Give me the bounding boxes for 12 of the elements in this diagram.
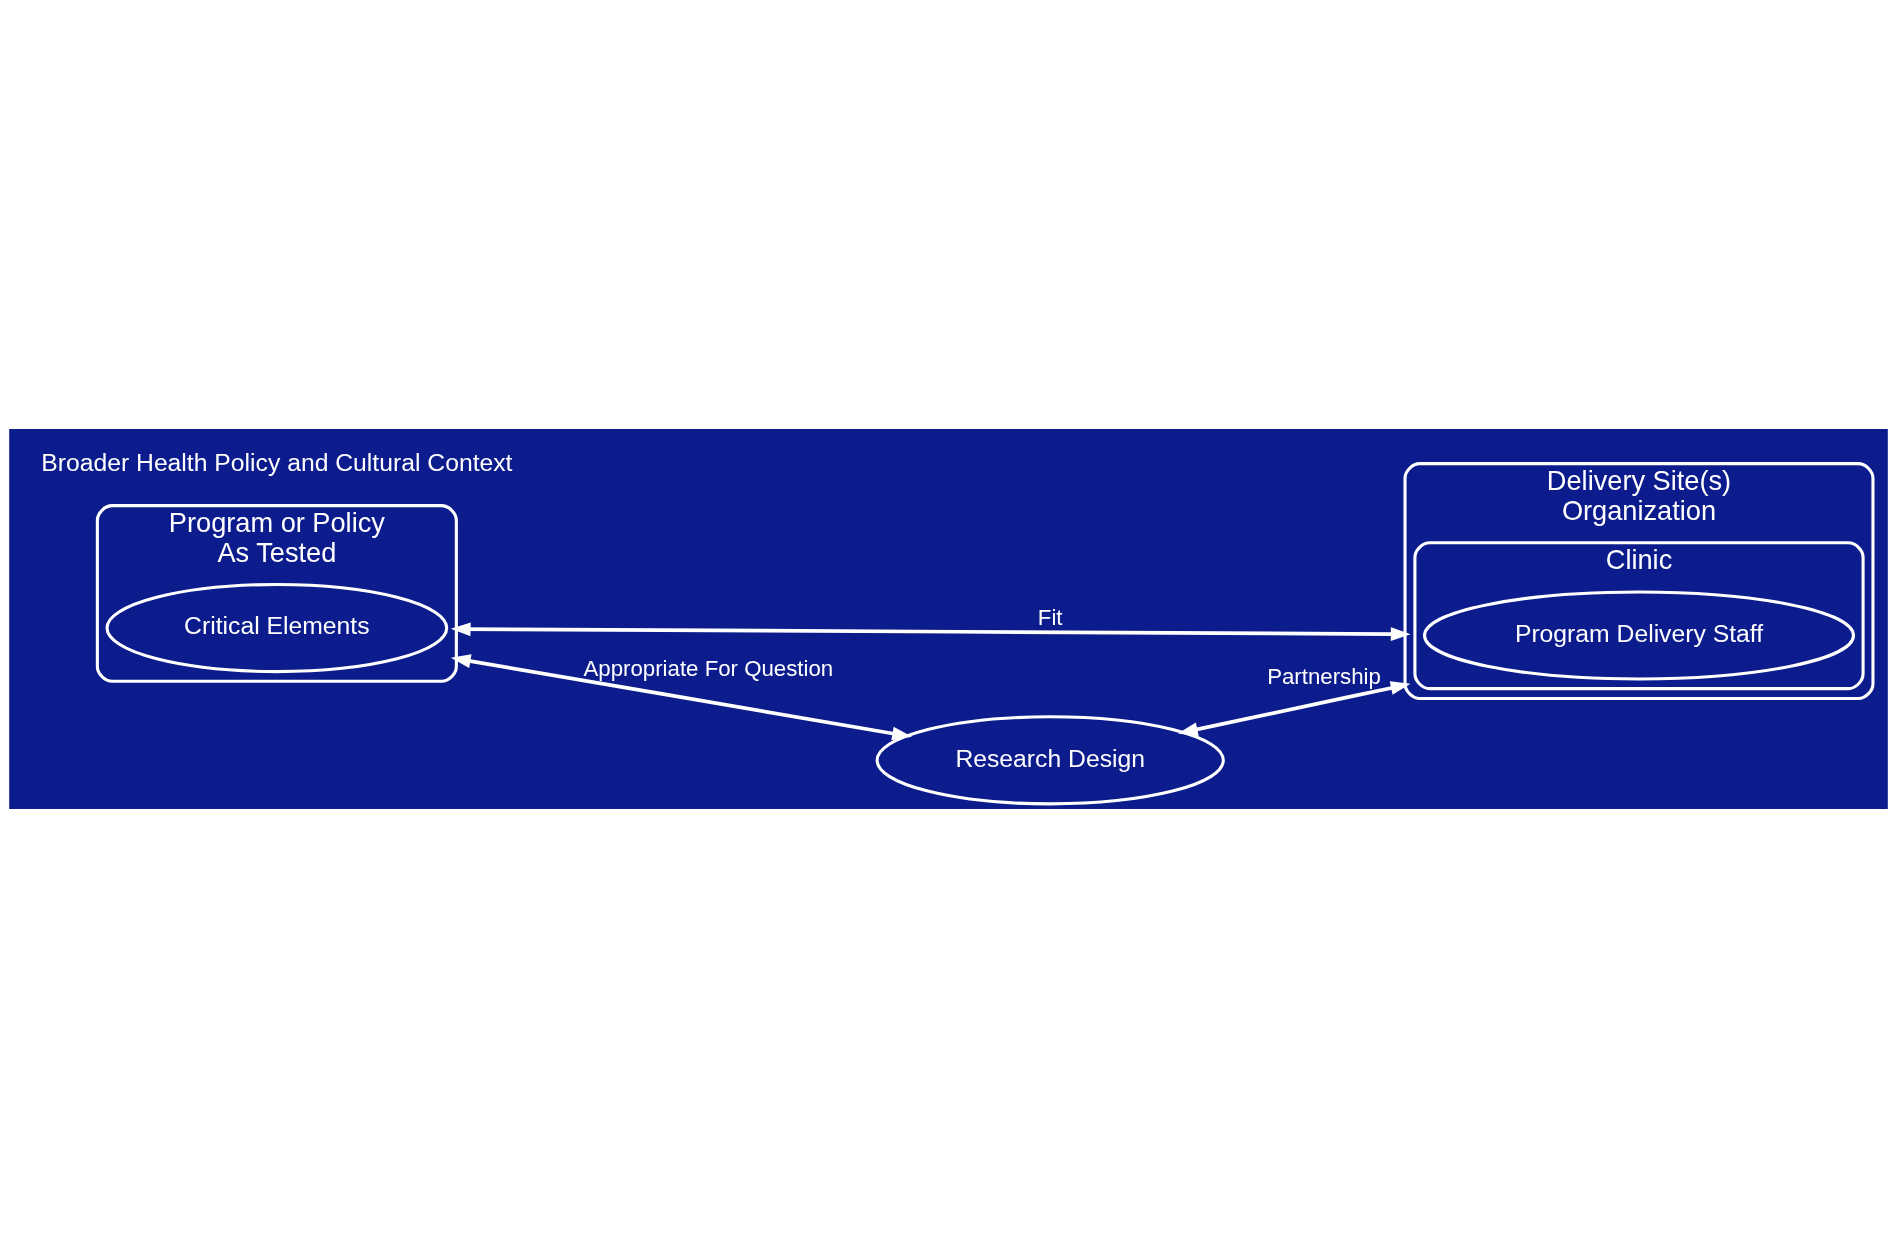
label: Broader Health Policy and Cultural Context — [41, 449, 513, 477]
node-ellipse: Critical Elements — [105, 582, 449, 674]
arrow — [1177, 681, 1411, 737]
edge-label: Appropriate For Question — [583, 655, 834, 681]
node-label: Delivery Site(s) — [1546, 465, 1732, 497]
edge-label: Fit — [1037, 604, 1063, 630]
arrow — [450, 622, 1411, 642]
node-label: Program or Policy — [168, 507, 385, 539]
arrow — [450, 654, 913, 741]
node-ellipse: Program Delivery Staff — [1423, 590, 1856, 681]
node-ellipse: Research Design — [875, 715, 1225, 806]
edge-label: Partnership — [1267, 664, 1381, 690]
